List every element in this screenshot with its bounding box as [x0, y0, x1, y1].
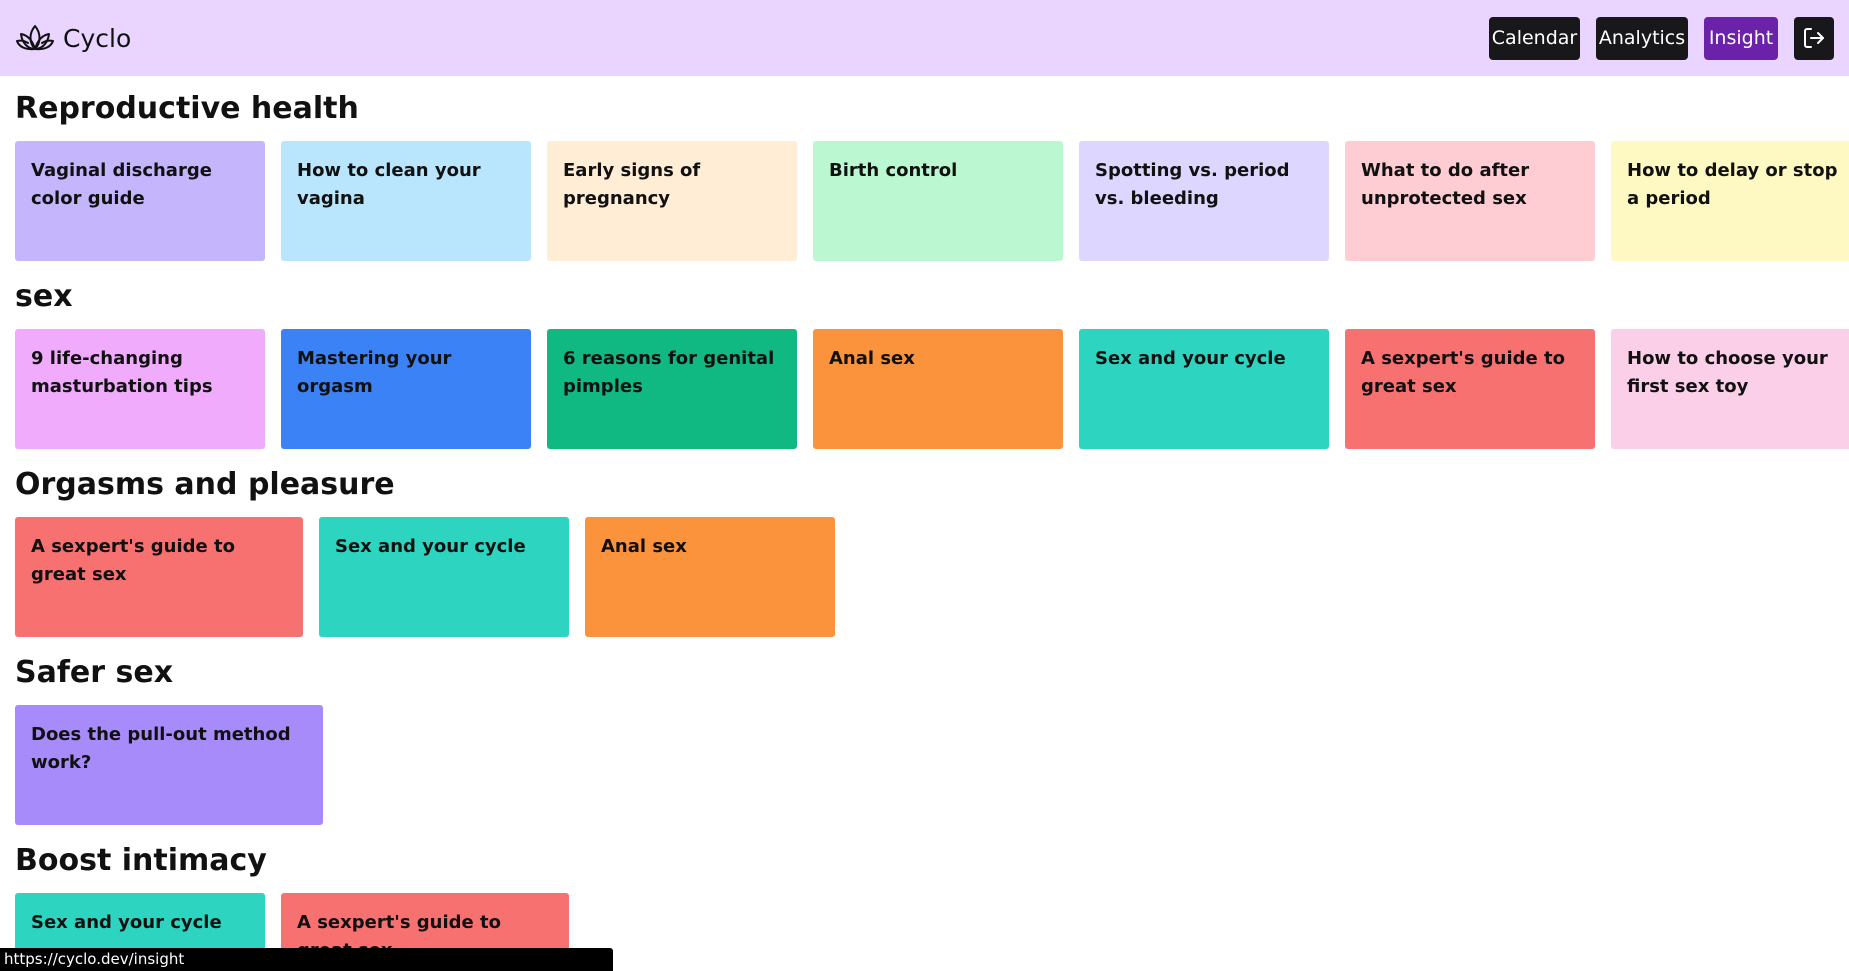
article-card[interactable]: Anal sex [585, 517, 835, 637]
section-title: sex [15, 279, 73, 314]
card-row: 9 life-changing masturbation tips Master… [15, 329, 1849, 449]
article-card[interactable]: 6 reasons for genital pimples [547, 329, 797, 449]
insight-content: Reproductive health Vaginal discharge co… [0, 76, 1849, 971]
section-reproductive-health: Reproductive health Vaginal discharge co… [15, 91, 1849, 261]
section-sex: sex 9 life-changing masturbation tips Ma… [15, 279, 1849, 449]
article-card[interactable]: Anal sex [813, 329, 1063, 449]
logout-icon [1802, 26, 1826, 50]
article-card[interactable]: How to choose your first sex toy [1611, 329, 1849, 449]
article-card[interactable]: Early signs of pregnancy [547, 141, 797, 261]
analytics-button[interactable]: Analytics [1596, 16, 1688, 60]
insight-button[interactable]: Insight [1704, 16, 1778, 60]
article-card[interactable]: What to do after unprotected sex [1345, 141, 1595, 261]
top-header: Cyclo Calendar Analytics Insight [0, 0, 1849, 76]
card-row: A sexpert's guide to great sex Sex and y… [15, 517, 1834, 637]
brand-name: Cyclo [63, 23, 132, 53]
card-row: Vaginal discharge color guide How to cle… [15, 141, 1849, 261]
section-orgasms-and-pleasure: Orgasms and pleasure A sexpert's guide t… [15, 469, 1834, 637]
article-card[interactable]: How to delay or stop a period [1611, 141, 1849, 261]
section-title: Orgasms and pleasure [15, 467, 395, 502]
status-bar-url: https://cyclo.dev/insight [0, 948, 613, 971]
article-card[interactable]: How to clean your vagina [281, 141, 531, 261]
article-card[interactable]: Mastering your orgasm [281, 329, 531, 449]
article-card[interactable]: A sexpert's guide to great sex [15, 517, 303, 637]
section-title: Reproductive health [15, 91, 359, 126]
article-card[interactable]: Sex and your cycle [319, 517, 569, 637]
main-nav: Calendar Analytics Insight [1489, 16, 1834, 60]
logout-button[interactable] [1794, 16, 1834, 60]
calendar-button[interactable]: Calendar [1489, 16, 1580, 60]
brand[interactable]: Cyclo [15, 23, 131, 53]
section-title: Safer sex [15, 655, 174, 690]
lotus-icon [15, 23, 55, 53]
article-card[interactable]: Does the pull-out method work? [15, 705, 323, 825]
section-title: Boost intimacy [15, 843, 267, 878]
article-card[interactable]: 9 life-changing masturbation tips [15, 329, 265, 449]
section-safer-sex: Safer sex Does the pull-out method work? [15, 657, 1834, 825]
article-card[interactable]: Spotting vs. period vs. bleeding [1079, 141, 1329, 261]
card-row: Does the pull-out method work? [15, 705, 1834, 825]
article-card[interactable]: Sex and your cycle [1079, 329, 1329, 449]
article-card[interactable]: Birth control [813, 141, 1063, 261]
article-card[interactable]: Vaginal discharge color guide [15, 141, 265, 261]
article-card[interactable]: A sexpert's guide to great sex [1345, 329, 1595, 449]
